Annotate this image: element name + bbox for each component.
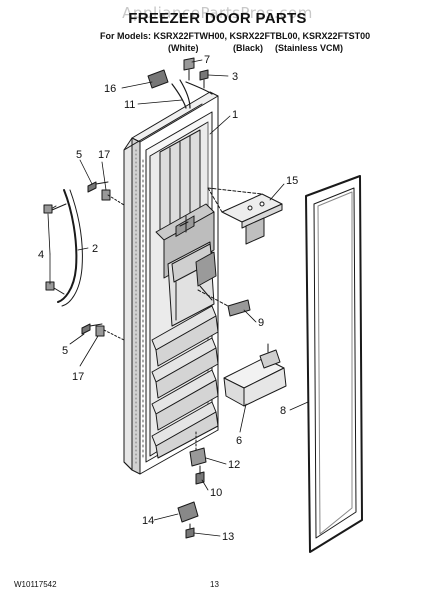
bracket-part-15 [207, 187, 283, 245]
callout-17-upper: 17 [98, 149, 110, 161]
handle-part-2 [43, 189, 83, 307]
callout-10: 10 [210, 487, 222, 499]
callout-12: 12 [228, 459, 240, 471]
models-prefix: For Models: [100, 31, 151, 41]
bin-part-6 [223, 343, 287, 407]
callout-8: 8 [280, 405, 286, 417]
door-shelves [151, 305, 219, 459]
screws-lower [81, 323, 125, 341]
part-number: W10117542 [14, 580, 57, 589]
callout-2: 2 [92, 243, 98, 255]
callout-7: 7 [204, 54, 210, 66]
page-number: 13 [210, 580, 219, 589]
callout-9: 9 [258, 317, 264, 329]
color-black-label: (Black) [233, 43, 264, 53]
models-list: KSRX22FTWH00, KSRX22FTBL00, KSRX22FTST00 [153, 31, 371, 41]
callout-labels: 7 3 16 11 1 5 17 15 2 4 9 5 17 8 6 12 10… [38, 54, 298, 543]
callout-5-lower: 5 [62, 345, 68, 357]
screws-upper [87, 181, 125, 206]
models-line: For Models: KSRX22FTWH00, KSRX22FTBL00, … [100, 31, 370, 41]
page-title: FREEZER DOOR PARTS [128, 10, 307, 27]
callout-4: 4 [38, 249, 44, 261]
callout-17-lower: 17 [72, 371, 84, 383]
callout-15: 15 [286, 175, 298, 187]
color-white-label: (White) [168, 43, 199, 53]
dispenser-housing [155, 129, 217, 327]
callout-6: 6 [236, 435, 242, 447]
color-stainless-label: (Stainless VCM) [275, 43, 344, 53]
callout-16: 16 [104, 83, 116, 95]
top-hinge-parts [147, 57, 213, 109]
callout-13: 13 [222, 531, 234, 543]
callout-1: 1 [232, 109, 238, 121]
pad-part-9 [197, 289, 251, 317]
callout-3: 3 [232, 71, 238, 83]
callout-5-upper: 5 [76, 149, 82, 161]
bottom-hinge-parts [177, 431, 207, 539]
gasket-part-8 [305, 175, 363, 553]
leader-lines [47, 59, 309, 537]
callout-14: 14 [142, 515, 154, 527]
callout-11: 11 [124, 99, 135, 111]
